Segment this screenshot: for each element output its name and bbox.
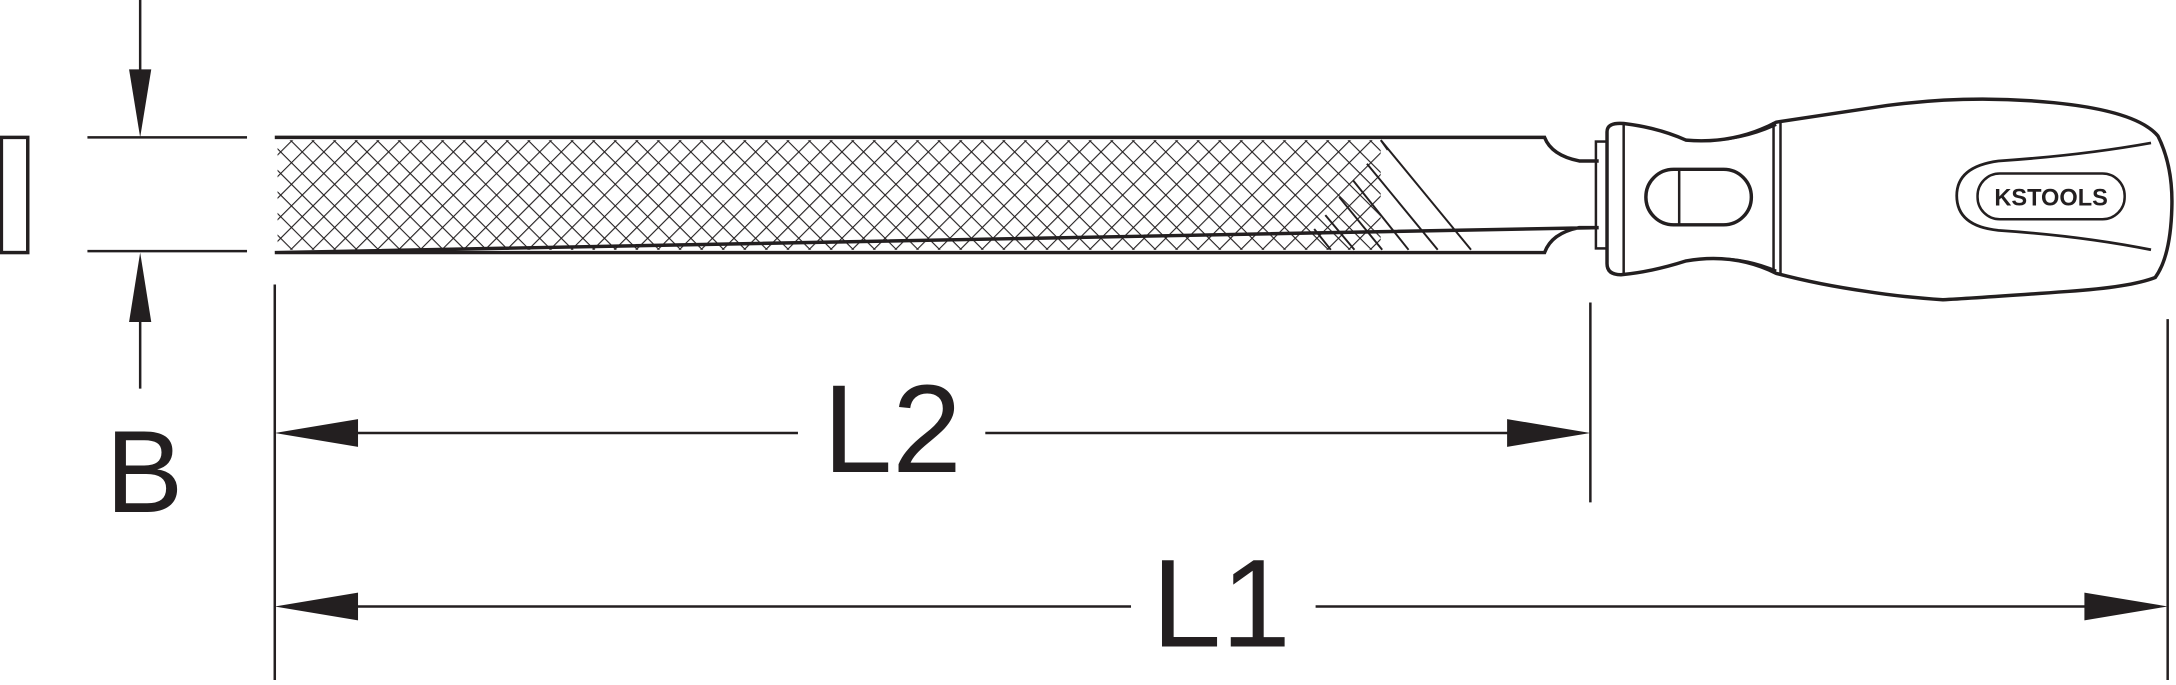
label-blade-length: L2 (823, 360, 962, 499)
total-length-dimension (274, 592, 2168, 621)
arrow-right-icon (1507, 419, 1591, 447)
file-handle (1594, 97, 2174, 302)
label-total-length: L1 (1152, 535, 1291, 674)
label-width: B (105, 406, 183, 537)
logo-text: KSTOOLS (1994, 184, 2108, 210)
file-cross-section (0, 135, 30, 255)
arrow-left-icon (274, 592, 359, 621)
handle-slot (1644, 167, 1754, 227)
arrow-right-icon (2084, 592, 2168, 621)
blade-length-dimension (274, 419, 1591, 447)
arrow-down-icon (129, 69, 152, 138)
width-dimension (87, 0, 248, 389)
arrow-left-icon (274, 419, 359, 447)
arrow-up-icon (129, 252, 152, 322)
file-blade (274, 135, 1599, 255)
